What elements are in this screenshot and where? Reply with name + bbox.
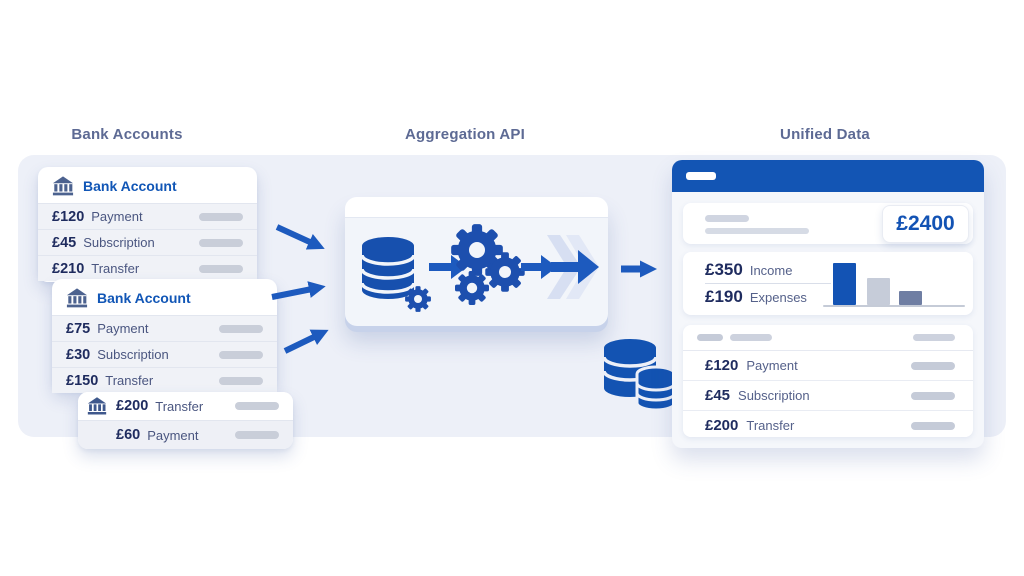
transaction-row: £200 Transfer (683, 411, 973, 437)
expenses-amount: £190 (705, 287, 743, 306)
placeholder-pill (913, 334, 955, 341)
transaction-row: £120 Payment (683, 351, 973, 381)
transaction-label: Subscription (83, 235, 155, 250)
transaction-amount: £120 (52, 208, 85, 225)
placeholder-pill (235, 402, 279, 410)
bank-account-card-3: £200 Transfer £60 Payment (78, 392, 293, 449)
income-expenses-card: £350 Income £190 Expenses (683, 252, 973, 315)
mini-bar (833, 263, 856, 305)
income-amount: £350 (705, 260, 743, 279)
transaction-row: £150 Transfer (52, 367, 277, 393)
mini-bar (867, 278, 890, 305)
transaction-amount: £150 (66, 372, 99, 389)
bank-card-header: Bank Account (38, 167, 257, 203)
transaction-amount: £30 (66, 346, 91, 363)
placeholder-pill (697, 334, 723, 341)
transaction-amount: £200 (116, 398, 149, 414)
transaction-row: £210 Transfer (38, 255, 257, 281)
placeholder-pill (705, 228, 809, 234)
transaction-amount: £210 (52, 260, 85, 277)
arrow-icon (551, 250, 599, 284)
bank-account-card-2: Bank Account £75 Payment £30 Subscriptio… (52, 279, 277, 393)
arrow-icon (429, 255, 467, 279)
expenses-line: £190 Expenses (705, 287, 807, 307)
placeholder-pill (705, 215, 749, 222)
header-pill (686, 172, 716, 180)
transaction-amount: £120 (705, 357, 739, 374)
chart-baseline (823, 305, 965, 307)
transaction-label: Payment (91, 209, 143, 224)
balance-amount: £2400 (882, 205, 969, 243)
database-stack-icon (602, 339, 677, 412)
transaction-amount: £75 (66, 320, 91, 337)
transaction-label: Subscription (738, 388, 810, 403)
transaction-row: £120 Payment (38, 203, 257, 229)
bank-card-title: Bank Account (97, 290, 191, 306)
bank-account-card-1: Bank Account £120 Payment £45 Subscripti… (38, 167, 257, 282)
transaction-label: Payment (147, 427, 199, 443)
transaction-amount: £60 (116, 427, 141, 443)
transaction-row: £75 Payment (52, 315, 277, 341)
transaction-label: Transfer (91, 261, 140, 276)
transaction-row: £45 Subscription (683, 381, 973, 411)
transaction-label: Payment (97, 321, 149, 336)
api-pipeline-art (360, 224, 599, 312)
placeholder-pill (911, 361, 955, 370)
section-title-unified-data: Unified Data (780, 126, 870, 143)
bank-icon (66, 288, 88, 308)
placeholder-pill (219, 324, 263, 333)
unified-data-panel: £2400 £350 Income £190 Expenses (672, 160, 984, 448)
placeholder-pill (911, 421, 955, 430)
transaction-label: Transfer (746, 418, 795, 433)
placeholder-pill (235, 431, 279, 439)
income-label: Income (749, 263, 793, 278)
bank-card-title: Bank Account (83, 178, 177, 194)
placeholder-pill (911, 391, 955, 400)
placeholder-pill (199, 264, 243, 273)
transaction-row: £200 Transfer (78, 392, 293, 420)
placeholder-pill (199, 238, 243, 247)
transaction-row: £60 Payment (78, 420, 293, 449)
mini-bar (899, 291, 922, 305)
bank-icon (87, 397, 107, 415)
income-line: £350 Income (705, 260, 792, 280)
placeholder-pill (199, 212, 243, 221)
database-icon (360, 237, 416, 299)
section-title-aggregation-api: Aggregation API (405, 126, 525, 143)
bank-icon (52, 176, 74, 196)
placeholder-pill (730, 334, 772, 341)
transaction-row: £45 Subscription (38, 229, 257, 255)
transaction-label: Transfer (105, 373, 154, 388)
placeholder-pill (219, 350, 263, 359)
transaction-amount: £45 (52, 234, 77, 251)
transaction-label: Subscription (97, 347, 169, 362)
transactions-header (683, 325, 973, 351)
transaction-amount: £45 (705, 387, 731, 404)
transaction-label: Payment (746, 358, 798, 373)
balance-card: £2400 (683, 203, 973, 244)
divider (705, 283, 831, 284)
transaction-amount: £200 (705, 417, 739, 434)
api-card-titlebar (345, 197, 608, 218)
section-title-bank-accounts: Bank Accounts (71, 126, 183, 143)
unified-transactions-card: £120 Payment £45 Subscription £200 Trans… (683, 325, 973, 437)
panel-header (672, 160, 984, 192)
placeholder-pill (219, 376, 263, 385)
mini-bar-chart (823, 256, 965, 307)
arrow-icon (521, 255, 557, 279)
transaction-label: Transfer (155, 398, 204, 414)
bank-card-header: Bank Account (52, 279, 277, 315)
expenses-label: Expenses (749, 290, 807, 305)
aggregation-api-card (345, 197, 608, 326)
transaction-row: £30 Subscription (52, 341, 277, 367)
